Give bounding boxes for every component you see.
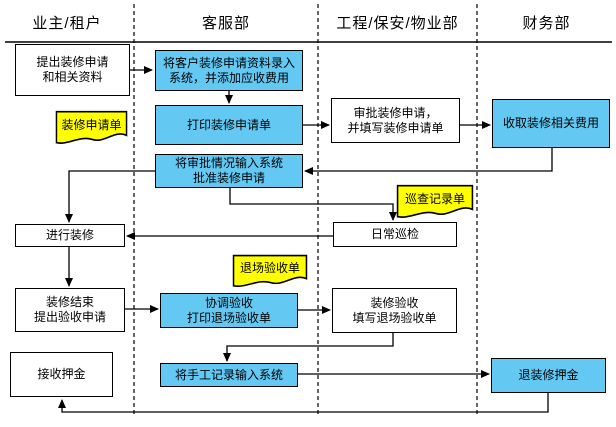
node-label: 退装修押金 <box>518 368 579 382</box>
flow-refund-to-receive <box>58 393 549 413</box>
node-owner-request: 提出装修申请 和相关资料 <box>15 44 130 96</box>
node-coordinate-acceptance: 协调验收 打印退场验收单 <box>160 293 298 328</box>
node-label: 填写退场验收单 <box>352 310 437 325</box>
node-approve-application: 审批装修申请， 并填写装修申请单 <box>331 98 460 143</box>
node-label: 进行装修 <box>45 228 94 242</box>
callout-patrol-record: 巡查记录单 <box>396 184 474 220</box>
callout-application-form: 装修申请单 <box>55 110 128 146</box>
callout-exit-acceptance: 退场验收单 <box>232 254 308 289</box>
node-label: 打印装修申请单 <box>186 117 271 132</box>
node-do-renovation: 进行装修 <box>15 224 125 247</box>
node-label: 日常巡检 <box>370 227 419 241</box>
node-label: 接收押金 <box>37 367 86 381</box>
node-label: 审批装修申请， <box>353 105 438 120</box>
node-label: 装修验收 <box>370 295 419 310</box>
node-daily-patrol: 日常巡检 <box>333 222 457 247</box>
node-label: 和相关资料 <box>42 70 103 84</box>
node-site-acceptance: 装修验收 填写退场验收单 <box>332 288 457 333</box>
callout-label: 装修申请单 <box>61 117 122 132</box>
node-record-application: 将客户装修申请资料录入 系统，并添加应收费用 <box>155 50 303 91</box>
node-label: 协调验收 <box>204 295 253 310</box>
flow-enterapproval-to-patrol <box>229 188 397 221</box>
node-label: 批准装修申请 <box>192 171 265 185</box>
node-label: 并填写装修申请单 <box>347 120 444 135</box>
node-label: 系统，并添加应收费用 <box>168 70 289 85</box>
node-refund-deposit: 退装修押金 <box>491 358 606 393</box>
wave-shape <box>55 110 128 144</box>
node-label: 将客户装修申请资料录入 <box>162 55 295 70</box>
node-label: 提出验收申请 <box>33 310 106 324</box>
node-label: 装修结束 <box>45 295 94 309</box>
wave-shape <box>396 184 474 218</box>
lane-header-finance: 财务部 <box>522 14 571 32</box>
lane-header-customer-service: 客服部 <box>201 14 250 32</box>
node-receive-deposit: 接收押金 <box>10 352 113 397</box>
flow-collect-to-enterapproval <box>304 148 553 175</box>
flow-siteacceptance-to-manual <box>223 333 394 362</box>
node-manual-records: 将手工记录输入系统 <box>160 363 298 387</box>
node-label: 收取装修相关费用 <box>502 116 599 130</box>
callout-label: 巡查记录单 <box>404 191 465 206</box>
node-label: 将审批情况输入系统 <box>174 156 283 170</box>
callout-label: 退场验收单 <box>239 261 300 276</box>
flow-enterapproval-to-renovate <box>65 170 155 223</box>
lane-header-owner-tenant: 业主/租户 <box>32 14 102 32</box>
node-enter-approval: 将审批情况输入系统 批准装修申请 <box>155 154 303 188</box>
node-collect-fees: 收取装修相关费用 <box>492 99 610 148</box>
node-label: 打印退场验收单 <box>186 310 271 325</box>
node-print-application: 打印装修申请单 <box>155 105 303 145</box>
node-finish-request: 装修结束 提出验收申请 <box>15 288 125 332</box>
wave-shape <box>232 254 308 287</box>
node-label: 提出装修申请 <box>36 55 109 69</box>
node-label: 将手工记录输入系统 <box>174 367 283 382</box>
lane-header-engineering: 工程/保安/物业部 <box>336 14 459 32</box>
